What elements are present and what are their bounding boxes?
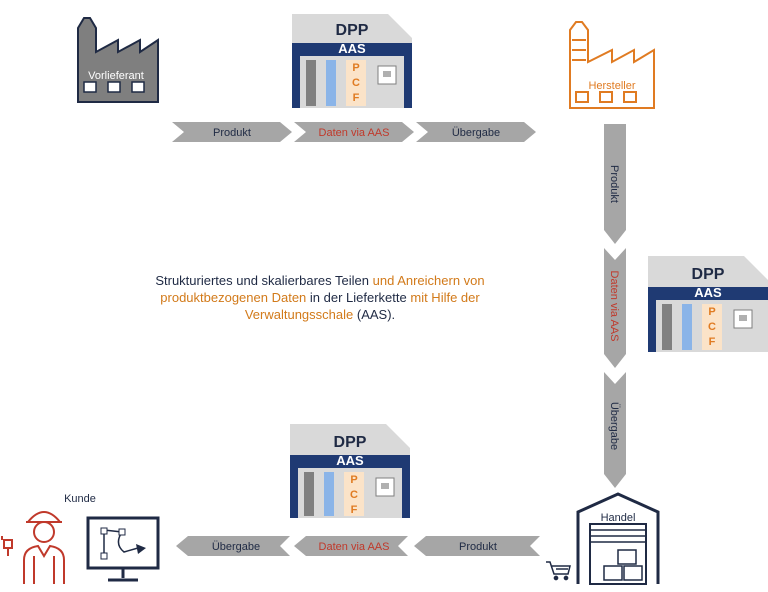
- flow-bottom-3: Produkt: [459, 541, 497, 553]
- flow-top-3: Übergabe: [452, 127, 500, 139]
- dpp-f-top: F: [353, 92, 360, 104]
- worker-icon: [23, 511, 65, 584]
- dpp-card-bottom: [290, 424, 410, 518]
- dpp-f-bottom: F: [351, 504, 358, 516]
- flow-right-2: Daten via AAS: [608, 271, 620, 342]
- top-flow: [172, 122, 536, 142]
- chevron-top-2: [294, 122, 414, 142]
- dpp-p-right: P: [708, 306, 715, 318]
- manufacturer-label: Hersteller: [588, 80, 635, 92]
- center-text-part1: Strukturiertes und skalierbares Teilen: [155, 273, 373, 288]
- flow-bottom-1: Übergabe: [212, 541, 260, 553]
- chevron-top-1: [172, 122, 292, 142]
- center-text-part3: in der Lieferkette: [306, 290, 411, 305]
- supplier-label: Vorlieferant: [88, 70, 144, 82]
- supplier-factory-icon: [77, 17, 159, 103]
- warehouse-icon: [576, 492, 660, 585]
- dpp-c-bottom: C: [350, 489, 358, 501]
- chevron-bottom-1: [176, 536, 290, 556]
- dpp-f-right: F: [709, 336, 716, 348]
- plug-icon: [1, 536, 13, 556]
- dpp-aas-top: AAS: [338, 41, 366, 56]
- manufacturer-factory-icon: [569, 21, 655, 109]
- retail-label: Handel: [601, 512, 636, 524]
- flow-right-3: Übergabe: [608, 402, 620, 450]
- dpp-p-bottom: P: [350, 474, 357, 486]
- chevron-bottom-3: [414, 536, 540, 556]
- dpp-title-bottom: DPP: [334, 434, 367, 451]
- center-text-part2: und Anreichern von produktbezogenen Date…: [160, 273, 485, 305]
- bottom-flow: [176, 536, 540, 556]
- dpp-card-right: [648, 256, 768, 352]
- nameplate-icon: [383, 71, 391, 77]
- chevron-right-3: [604, 372, 626, 488]
- chevron-bottom-2: [294, 536, 408, 556]
- flow-bottom-2: Daten via AAS: [319, 541, 390, 553]
- dpp-card-top: [292, 14, 412, 108]
- dpp-p-top: P: [352, 62, 359, 74]
- center-text-part5: (AAS).: [353, 307, 396, 322]
- chevron-top-3: [416, 122, 536, 142]
- flow-top-1: Produkt: [213, 127, 251, 139]
- chevron-right-1: [604, 124, 626, 244]
- shopping-cart-icon: [546, 561, 571, 581]
- customer-label: Kunde: [64, 493, 96, 505]
- center-text-part4: mit Hilfe der Verwaltungsschale: [244, 290, 480, 322]
- flow-top-2: Daten via AAS: [319, 127, 390, 139]
- dpp-c-right: C: [708, 321, 716, 333]
- right-flow: [604, 124, 626, 488]
- dpp-aas-bottom: AAS: [336, 453, 364, 468]
- dpp-title-right: DPP: [692, 266, 725, 283]
- dpp-c-top: C: [352, 77, 360, 89]
- center-description: Strukturiertes und skalierbares Teilen u…: [120, 272, 520, 323]
- flow-right-1: Produkt: [608, 165, 620, 203]
- dpp-title-top: DPP: [336, 22, 369, 39]
- dpp-aas-right: AAS: [694, 285, 722, 300]
- chevron-right-2: [604, 248, 626, 368]
- monitor-icon: [86, 516, 160, 582]
